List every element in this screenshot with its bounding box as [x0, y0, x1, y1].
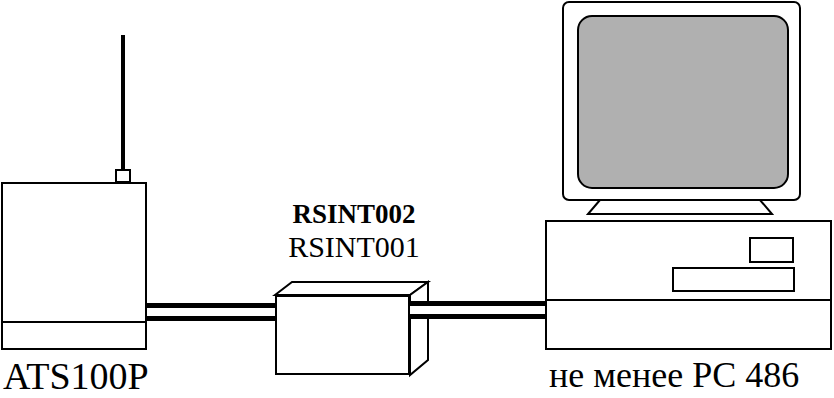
- cable-outline: [410, 301, 545, 319]
- pc-case: не менее PC 486: [545, 220, 832, 350]
- box-side-face: [410, 282, 428, 375]
- box-top-face: [275, 282, 428, 295]
- monitor-frame: [563, 2, 800, 200]
- radio-housing: ATS100P: [1, 182, 147, 350]
- device-label: RSINT001: [288, 230, 420, 263]
- monitor-stand: [588, 200, 772, 214]
- drive-bay: [673, 268, 794, 291]
- interface-box: RSINT002RSINT001: [275, 295, 410, 375]
- drive-bay: [750, 238, 793, 262]
- radio-strip: [1, 321, 147, 323]
- cable: [147, 312, 275, 313]
- monitor-screen: [578, 16, 788, 188]
- cable: [410, 310, 545, 311]
- cable-core: [410, 306, 545, 314]
- device-label: не менее PC 486: [549, 356, 799, 396]
- antenna-base: [116, 170, 130, 182]
- cable-outline: [147, 303, 275, 321]
- cable-core: [147, 308, 275, 316]
- device-label: RSINT002: [292, 200, 415, 230]
- antenna: [121, 35, 125, 172]
- case-seam: [545, 299, 832, 301]
- device-label: ATS100P: [3, 356, 149, 398]
